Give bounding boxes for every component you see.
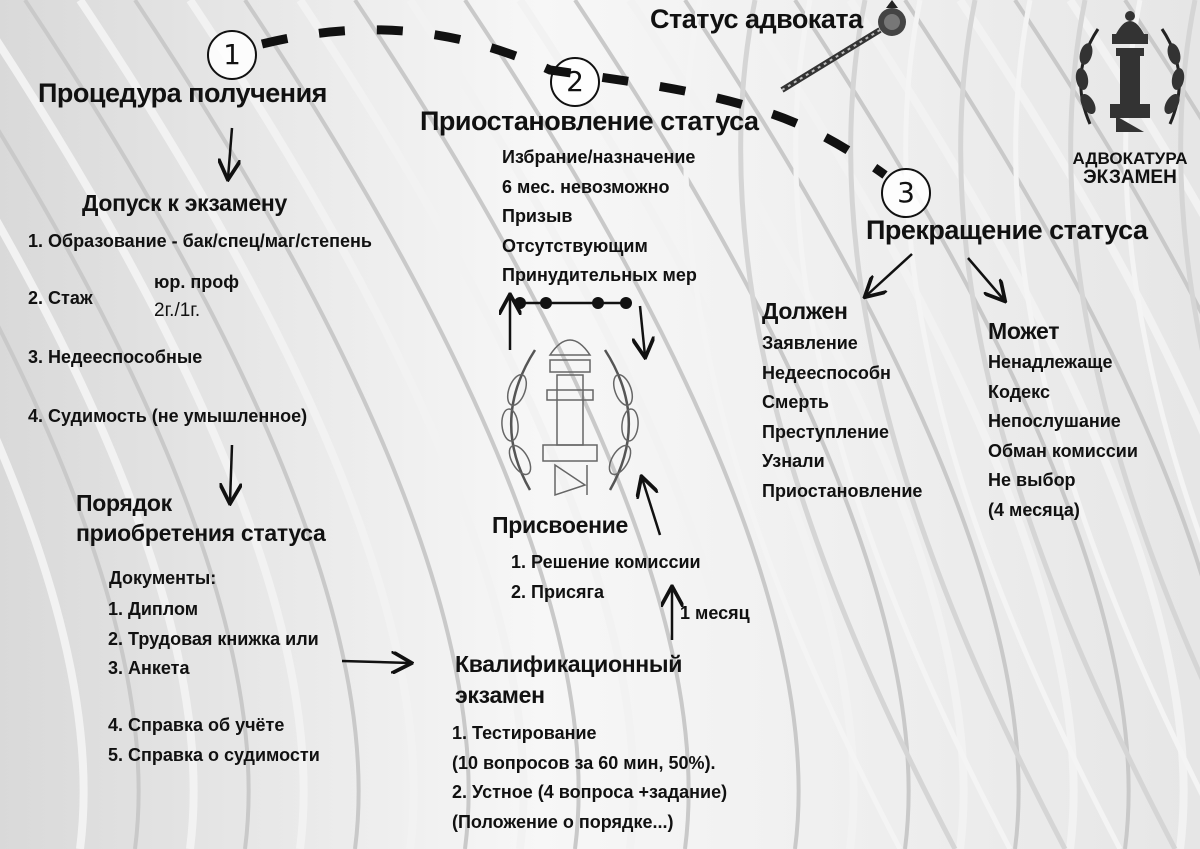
admission-item-1: 1. Образование - бак/спец/маг/степень [28, 231, 372, 251]
may-item: Кодекс [988, 381, 1050, 402]
admission-item-3: 3. Недееспособные [28, 347, 203, 367]
step-1-number: 1 [207, 30, 257, 80]
page-title: Статус адвоката [650, 4, 863, 34]
exam-heading-line1: Квалификационный [455, 651, 683, 677]
step-3-heading: Прекращение статуса [866, 215, 1148, 245]
assignment-item: 2. Присяга [511, 581, 605, 602]
step-2-heading: Приостановление статуса [420, 106, 759, 136]
may-item: Не выбор [988, 470, 1076, 490]
docs-title: Документы: [109, 568, 217, 588]
exam-item: 2. Устное (4 вопроса +задание) [452, 782, 728, 802]
may-item: Обман комиссии [988, 440, 1138, 461]
logo-text-line2: ЭКЗАМЕН [1083, 167, 1177, 188]
assignment-list: 1. Решение комиссии 2. Присяга [511, 548, 701, 607]
center-emblem-icon [501, 339, 639, 497]
docs-extra-list: 4. Справка об учёте 5. Справка о судимос… [108, 711, 320, 770]
docs-item: 5. Справка о судимости [108, 744, 320, 765]
docs-item: 4. Справка об учёте [108, 715, 285, 735]
may-list: Ненадлежаще Кодекс Непослушание Обман ко… [988, 348, 1138, 525]
must-item: Узнали [762, 451, 825, 471]
may-item: Непослушание [988, 411, 1121, 431]
suspension-item: 6 мес. невозможно [502, 176, 670, 197]
may-heading: Может [988, 318, 1060, 344]
step-2-number: 2 [550, 57, 600, 107]
assignment-interval: 1 месяц [680, 603, 750, 623]
may-item: (4 месяца) [988, 499, 1080, 520]
may-item: Ненадлежаще [988, 352, 1113, 372]
logo: АДВОКАТУРА ЭКЗАМЕН [1068, 4, 1192, 190]
acquisition-heading-line2: приобретения статуса [76, 520, 326, 546]
logo-text-line1: АДВОКАТУРА [1072, 149, 1188, 168]
suspension-list: Избрание/назначение 6 мес. невозможно Пр… [502, 143, 697, 291]
must-item: Смерть [762, 392, 829, 412]
exam-heading-line2: экзамен [455, 682, 545, 708]
docs-item: 1. Диплом [108, 599, 199, 619]
docs-item: 2. Трудовая книжка или [108, 628, 319, 649]
admission-heading: Допуск к экзамену [82, 190, 287, 216]
suspension-item: Отсутствующим [502, 235, 648, 256]
admission-item-4: 4. Судимость (не умышленное) [28, 406, 308, 426]
must-item: Недееспособн [762, 362, 891, 383]
suspension-item: Призыв [502, 206, 573, 226]
acquisition-heading-line1: Порядок [76, 490, 172, 516]
exam-list: 1. Тестирование (10 вопросов за 60 мин, … [452, 719, 727, 837]
must-heading: Должен [762, 298, 848, 324]
suspension-item: Принудительных мер [502, 265, 697, 285]
emblem-icon [1075, 11, 1185, 132]
must-item: Преступление [762, 421, 890, 442]
exam-item: (Положение о порядке...) [452, 811, 674, 832]
must-item: Приостановление [762, 480, 923, 501]
assignment-heading: Присвоение [492, 512, 629, 538]
exam-item: 1. Тестирование [452, 723, 597, 743]
docs-list: 1. Диплом 2. Трудовая книжка или 3. Анке… [108, 595, 319, 684]
step-1-heading: Процедура получения [38, 78, 327, 108]
suspension-item: Избрание/назначение [502, 147, 696, 167]
step-3-number: 3 [881, 168, 931, 218]
must-list: Заявление Недееспособн Смерть Преступлен… [762, 329, 922, 506]
assignment-item: 1. Решение комиссии [511, 552, 701, 572]
admission-item-2-note-2: 2г./1г. [154, 300, 201, 321]
must-item: Заявление [762, 333, 858, 353]
admission-item-2: 2. Стаж [28, 288, 93, 308]
admission-item-2-note-1: юр. проф [154, 272, 239, 292]
exam-item: (10 вопросов за 60 мин, 50%). [452, 752, 716, 773]
docs-item: 3. Анкета [108, 658, 190, 678]
